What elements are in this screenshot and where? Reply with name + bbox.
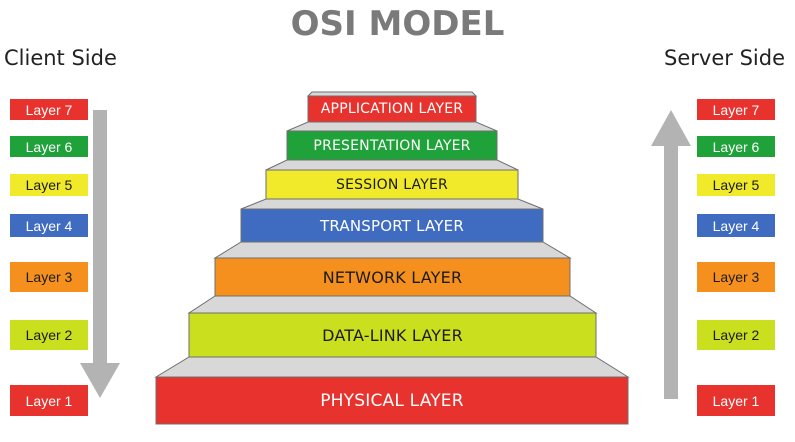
server-badge-layer-1: Layer 1 <box>697 385 775 416</box>
client-badge-layer-3: Layer 3 <box>10 262 88 292</box>
layer-label-physical: PHYSICAL LAYER <box>320 390 464 411</box>
step-top-surface <box>213 241 572 259</box>
step-top-surface <box>265 159 519 171</box>
client-badge-layer-4: Layer 4 <box>10 214 88 237</box>
layer-label-session: SESSION LAYER <box>336 176 448 193</box>
step-face <box>155 376 629 425</box>
server-badge-layer-6: Layer 6 <box>697 136 775 157</box>
down-arrow-icon <box>80 110 120 398</box>
client-side-title: Client Side <box>4 46 117 70</box>
step-face <box>188 312 597 358</box>
client-badge-layer-1: Layer 1 <box>10 385 88 416</box>
server-badge-layer-4: Layer 4 <box>697 214 775 237</box>
step-face <box>240 208 544 243</box>
step-top-surface <box>240 198 544 210</box>
step-face <box>307 95 477 123</box>
client-badge-layer-6: Layer 6 <box>10 136 88 157</box>
step-top-surface <box>187 295 598 314</box>
step-top-surface <box>286 121 498 132</box>
page-title: OSI MODEL <box>290 4 505 44</box>
step-face <box>214 257 571 297</box>
server-badge-layer-3: Layer 3 <box>697 262 775 292</box>
server-badge-layer-5: Layer 5 <box>697 174 775 196</box>
server-side-title: Server Side <box>664 46 785 70</box>
client-badge-layer-2: Layer 2 <box>10 320 88 350</box>
layer-label-application: APPLICATION LAYER <box>320 101 464 117</box>
client-badge-layer-5: Layer 5 <box>10 174 88 196</box>
step-face <box>265 169 519 200</box>
layer-label-presentation: PRESENTATION LAYER <box>313 137 471 154</box>
client-badge-layer-7: Layer 7 <box>10 99 88 120</box>
layer-label-transport: TRANSPORT LAYER <box>320 216 464 235</box>
up-arrow-icon <box>651 110 691 399</box>
server-badge-layer-2: Layer 2 <box>697 320 775 350</box>
step-top-surface <box>154 356 630 378</box>
step-face <box>286 130 498 161</box>
layer-label-network: NETWORK LAYER <box>322 267 463 287</box>
server-badge-layer-7: Layer 7 <box>697 99 775 120</box>
layer-label-data-link: DATA-LINK LAYER <box>322 325 463 345</box>
